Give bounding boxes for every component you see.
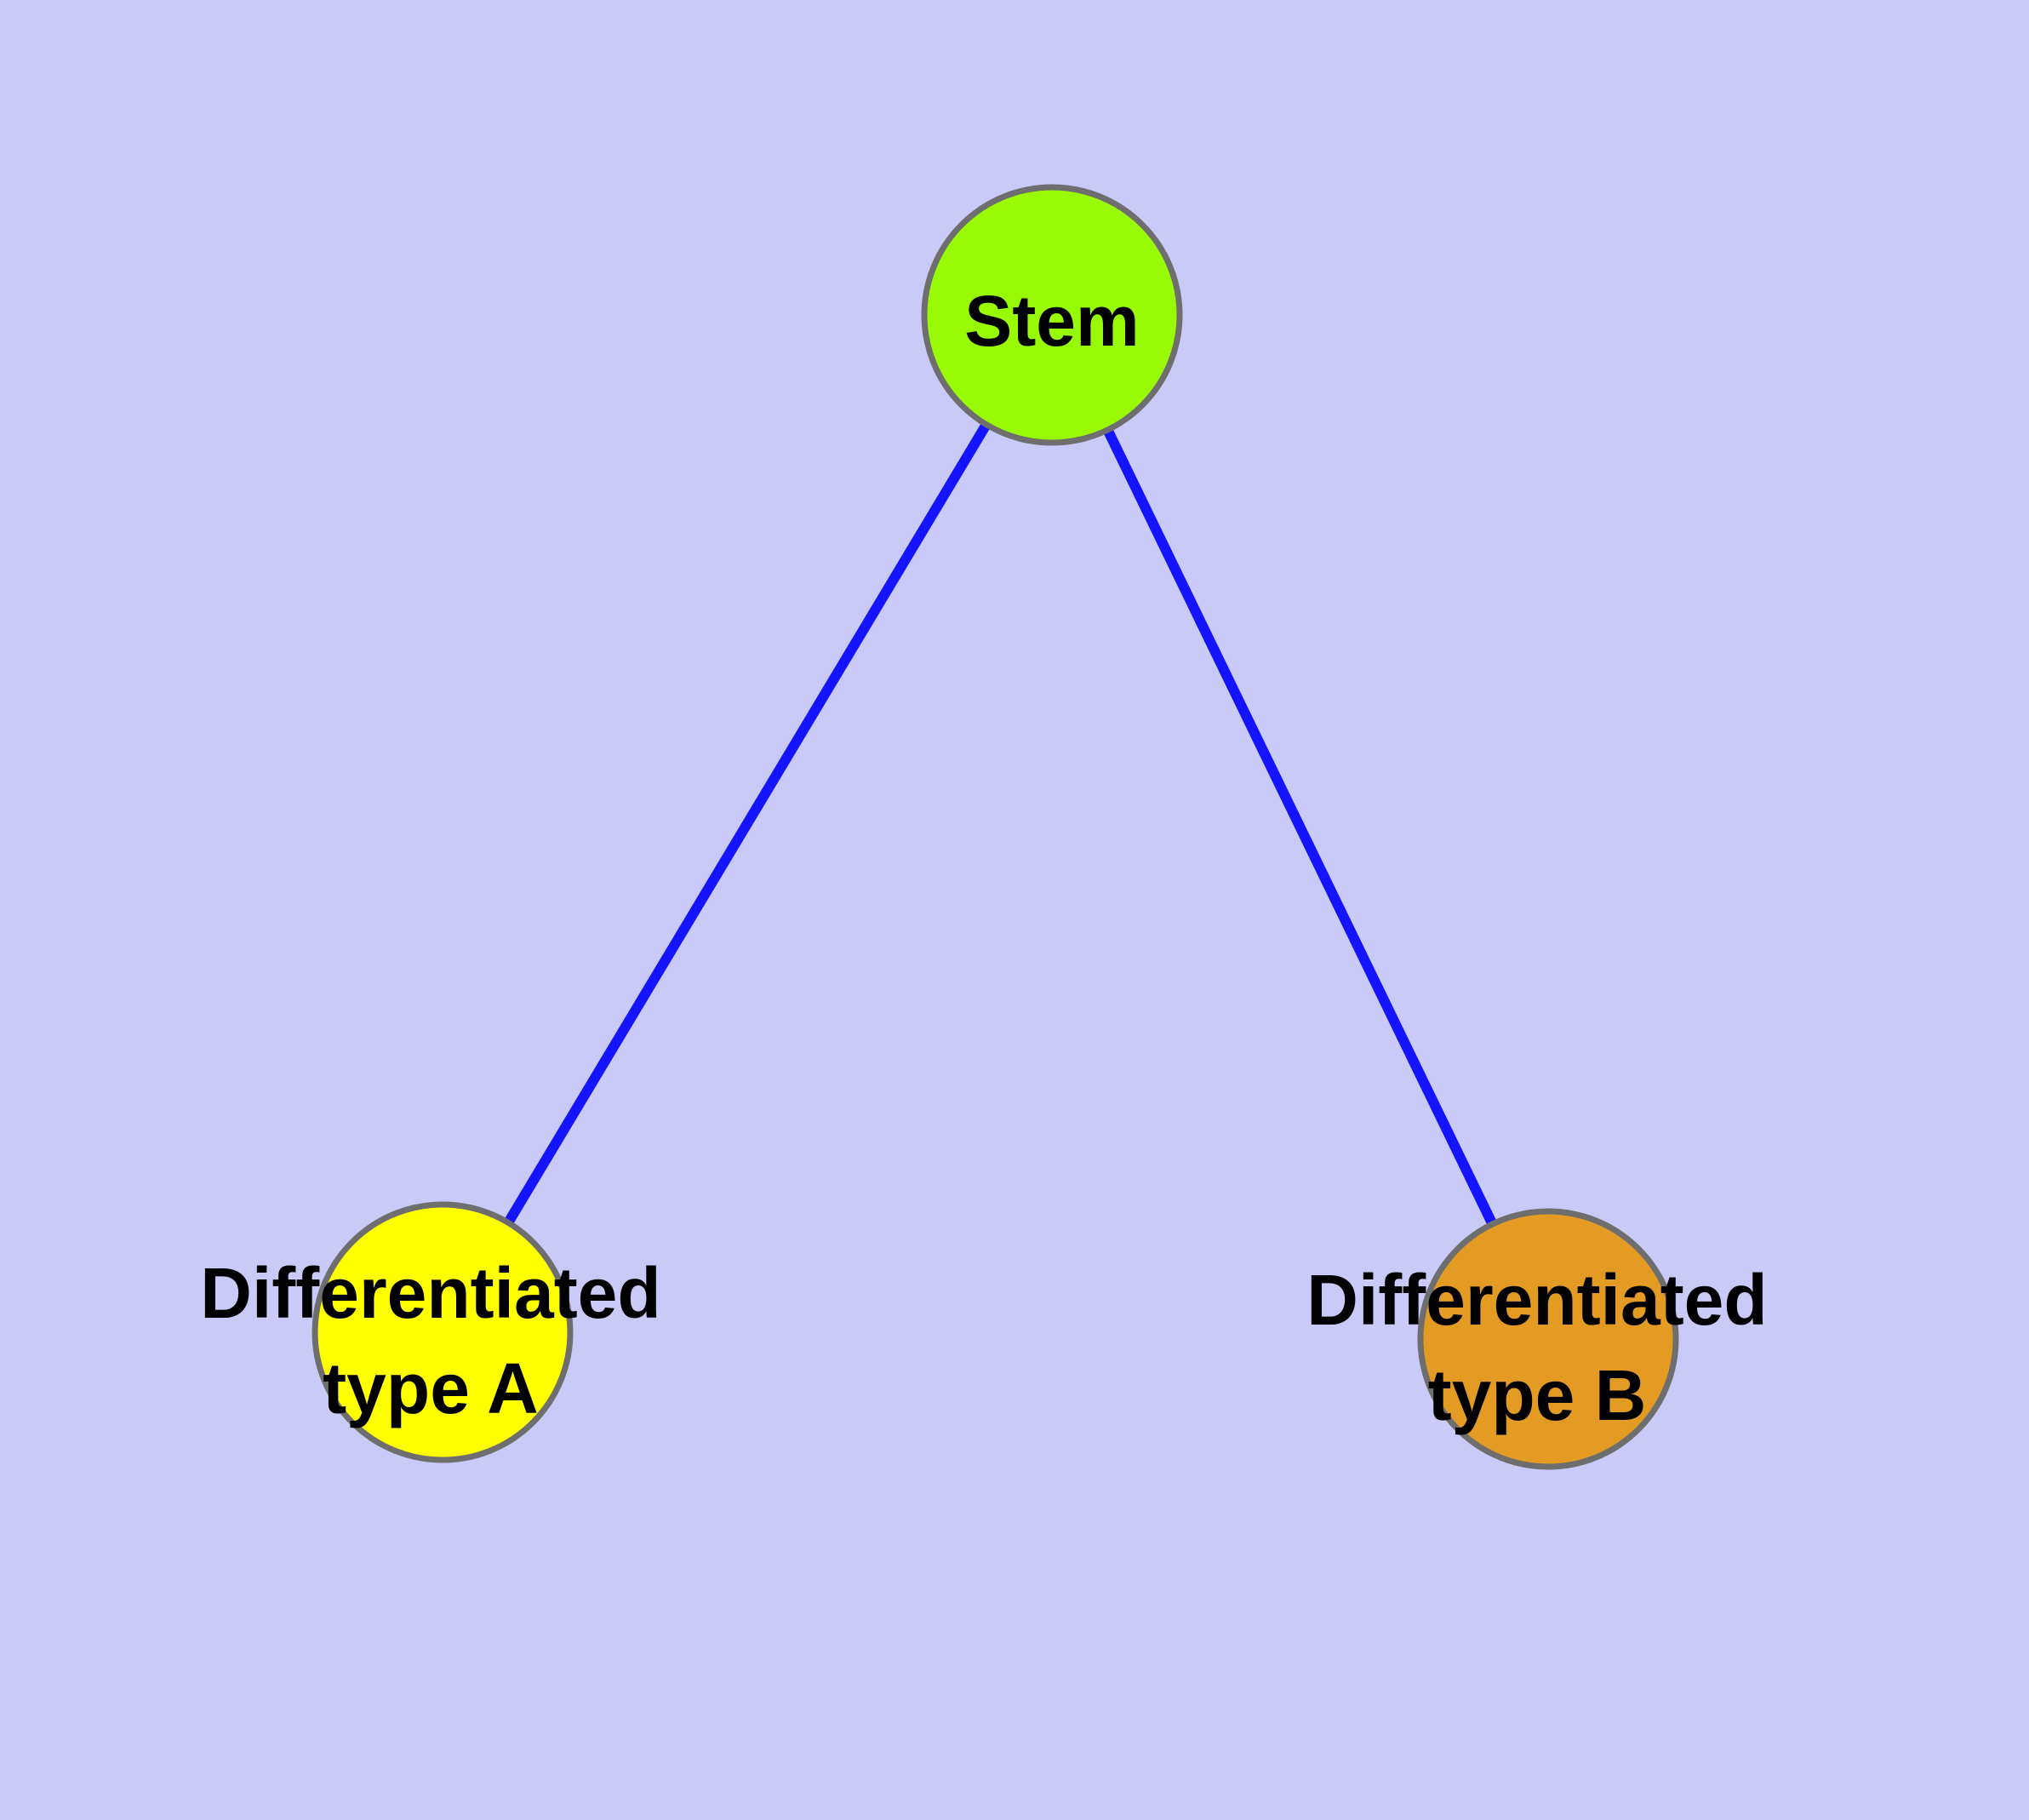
- node-differentiated-type-a: [311, 1201, 574, 1463]
- node-label-type-b-line2: type B: [1428, 1355, 1647, 1435]
- edge-stem-to-type-a: [437, 312, 1057, 1336]
- node-stem: [921, 184, 1183, 446]
- node-label-type-a-line2: type A: [323, 1348, 539, 1428]
- node-label-type-b-line1: Differentiated: [1306, 1260, 1767, 1340]
- node-label-type-a-line1: Differentiated: [200, 1253, 660, 1333]
- edge-stem-to-type-b: [1047, 312, 1553, 1342]
- node-differentiated-type-b: [1417, 1208, 1679, 1470]
- node-label-stem: Stem: [964, 281, 1139, 361]
